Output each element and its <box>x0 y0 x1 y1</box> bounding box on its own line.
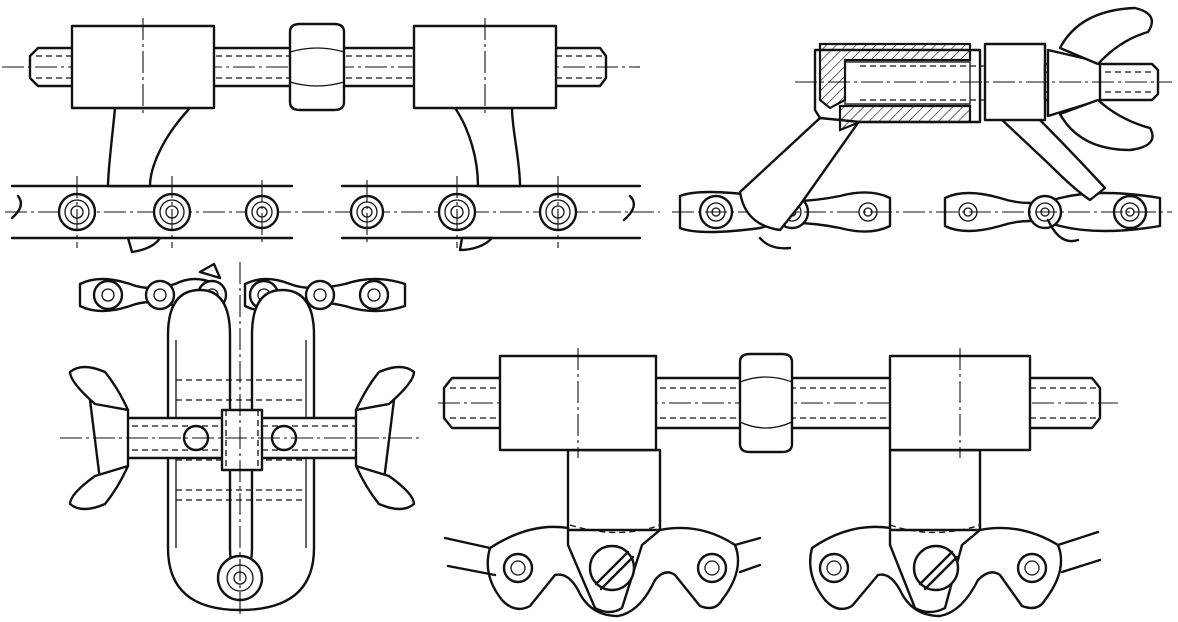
clamp-top-view <box>60 262 420 618</box>
clamp-center-bolt <box>220 408 264 472</box>
section-body <box>813 42 985 132</box>
enlarged-hex-nut <box>738 352 794 454</box>
arm-left <box>106 106 192 254</box>
enlarged-arm-right <box>888 448 982 532</box>
arm-right <box>453 106 522 252</box>
clamp-chain <box>78 262 407 313</box>
hex-nut <box>288 22 346 112</box>
clamp-wing-nut-left <box>68 365 130 511</box>
section-arm-right <box>998 108 1107 243</box>
tensioner-section-view <box>672 6 1172 250</box>
tensioner-front-view-enlarged <box>438 348 1118 618</box>
section-wing-nut <box>1046 6 1154 152</box>
section-arm-left <box>738 116 862 250</box>
clamp-wing-nut-right <box>354 365 416 511</box>
enlarged-link-left <box>443 524 762 618</box>
tensioner-front-view <box>2 18 660 254</box>
slotted-screw-right <box>912 544 960 592</box>
enlarged-arm-left <box>566 448 662 532</box>
slotted-screw-left <box>588 544 636 592</box>
enlarged-link-right <box>808 524 1102 618</box>
